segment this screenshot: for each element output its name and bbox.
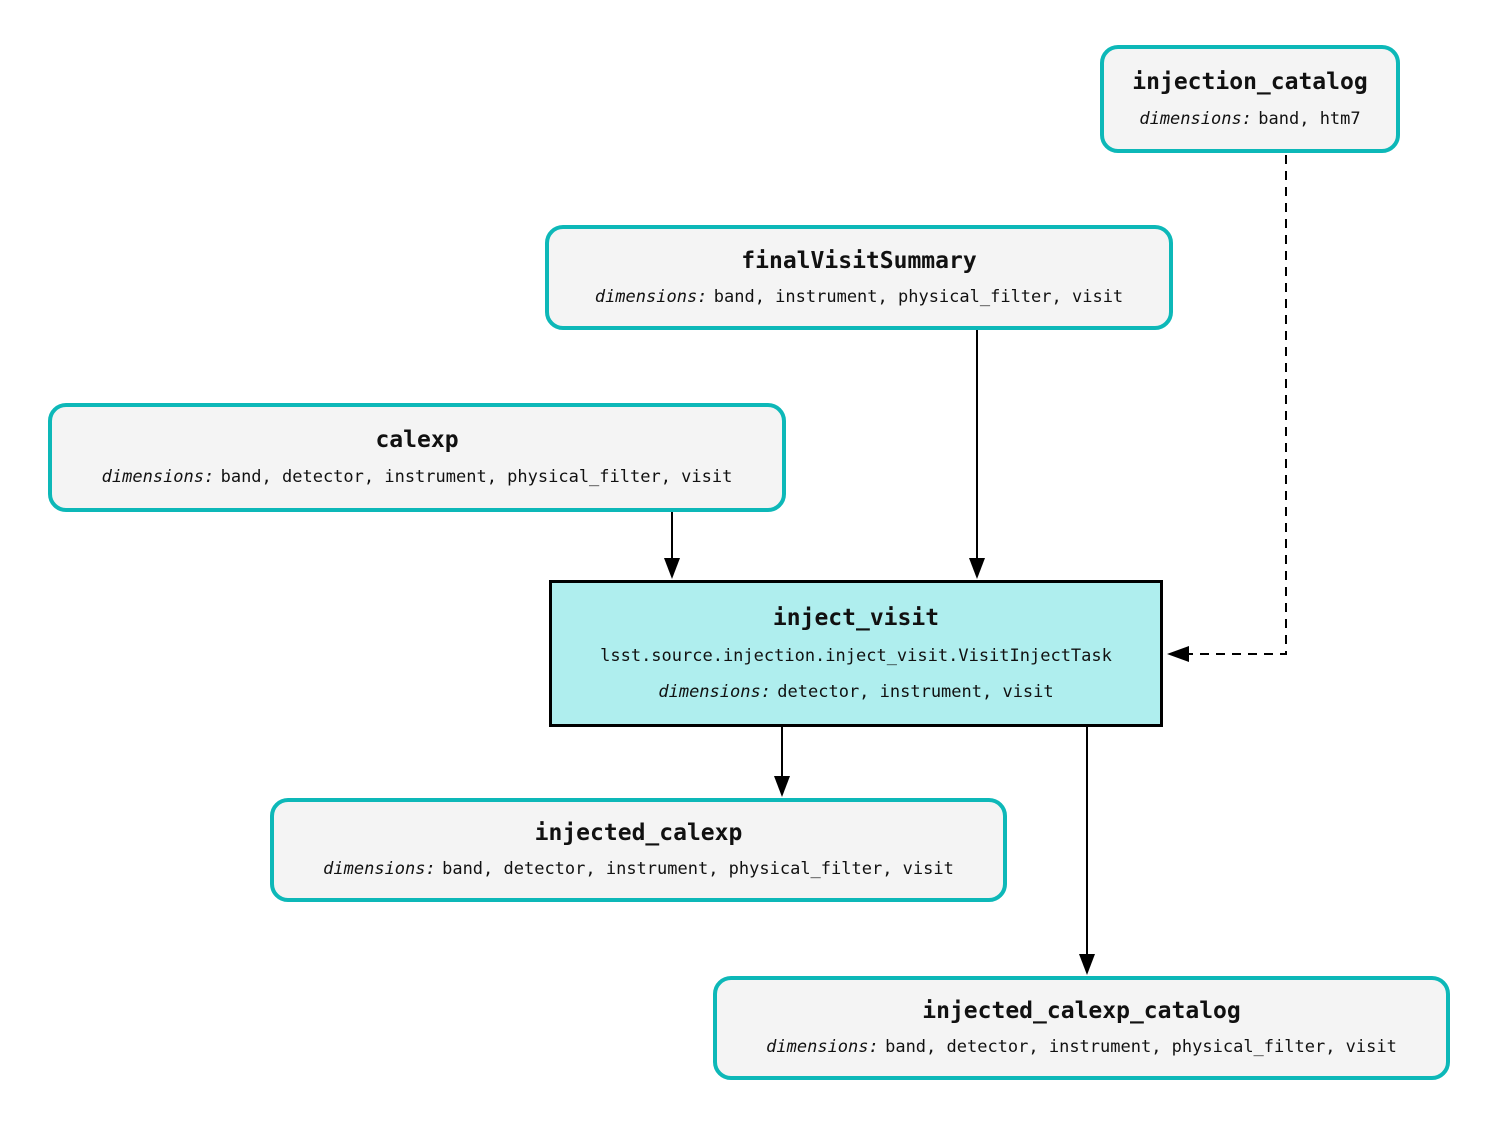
dimensions-value: band, detector, instrument, physical_fil… (220, 467, 733, 488)
dimensions-value: detector, instrument, visit (777, 681, 1054, 702)
edge-injection-catalog-to-inject-visit (1167, 155, 1287, 662)
node-finalvisitsummary: finalVisitSummary dimensions:band, instr… (545, 225, 1173, 330)
node-dimensions: dimensions: detector, instrument, visit (658, 681, 1054, 702)
dimensions-label: dimensions: (594, 286, 708, 307)
dimensions-value: band, htm7 (1258, 108, 1361, 129)
dimensions-label: dimensions: (658, 681, 771, 702)
edge-inject-visit-to-injected-calexp (774, 727, 790, 797)
node-title: calexp (375, 427, 459, 453)
dimensions-label: dimensions: (766, 1036, 879, 1057)
node-title: injection_catalog (1132, 68, 1368, 95)
task-class-path: lsst.source.injection.inject_visit.Visit… (600, 646, 1112, 667)
node-calexp: calexp dimensions:band, detector, instru… (48, 403, 786, 512)
edge-calexp-to-inject-visit (664, 512, 680, 579)
node-dimensions: dimensions:band, detector, instrument, p… (102, 468, 733, 487)
node-title: injected_calexp (534, 820, 743, 847)
edge-finalvisitsummary-to-inject-visit (969, 330, 985, 579)
node-dimensions: dimensions: band, detector, instrument, p… (766, 1038, 1397, 1057)
dimensions-label: dimensions: (323, 858, 436, 879)
node-title: finalVisitSummary (741, 247, 977, 274)
node-injected-calexp: injected_calexp dimensions: band, detecto… (270, 798, 1007, 902)
node-title: inject_visit (772, 604, 940, 631)
node-dimensions: dimensions:band, instrument, physical_fi… (594, 286, 1124, 307)
dimensions-value: band, detector, instrument, physical_fil… (885, 1036, 1397, 1057)
node-injected-calexp-catalog: injected_calexp_catalog dimensions: band,… (713, 976, 1450, 1080)
node-inject-visit-task: inject_visit lsst.source.injection.injec… (549, 580, 1163, 727)
dimensions-label: dimensions: (101, 467, 215, 488)
node-title: injected_calexp_catalog (922, 998, 1241, 1025)
dimensions-label: dimensions: (1139, 108, 1252, 129)
dimensions-value: band, instrument, physical_filter, visit (713, 286, 1124, 307)
node-dimensions: dimensions: band, htm7 (1139, 108, 1361, 129)
edge-inject-visit-to-injected-calexp-catalog (1079, 727, 1095, 975)
node-dimensions: dimensions: band, detector, instrument, p… (323, 860, 954, 879)
dimensions-value: band, detector, instrument, physical_fil… (442, 858, 954, 879)
node-injection-catalog: injection_catalog dimensions: band, htm7 (1100, 45, 1400, 153)
